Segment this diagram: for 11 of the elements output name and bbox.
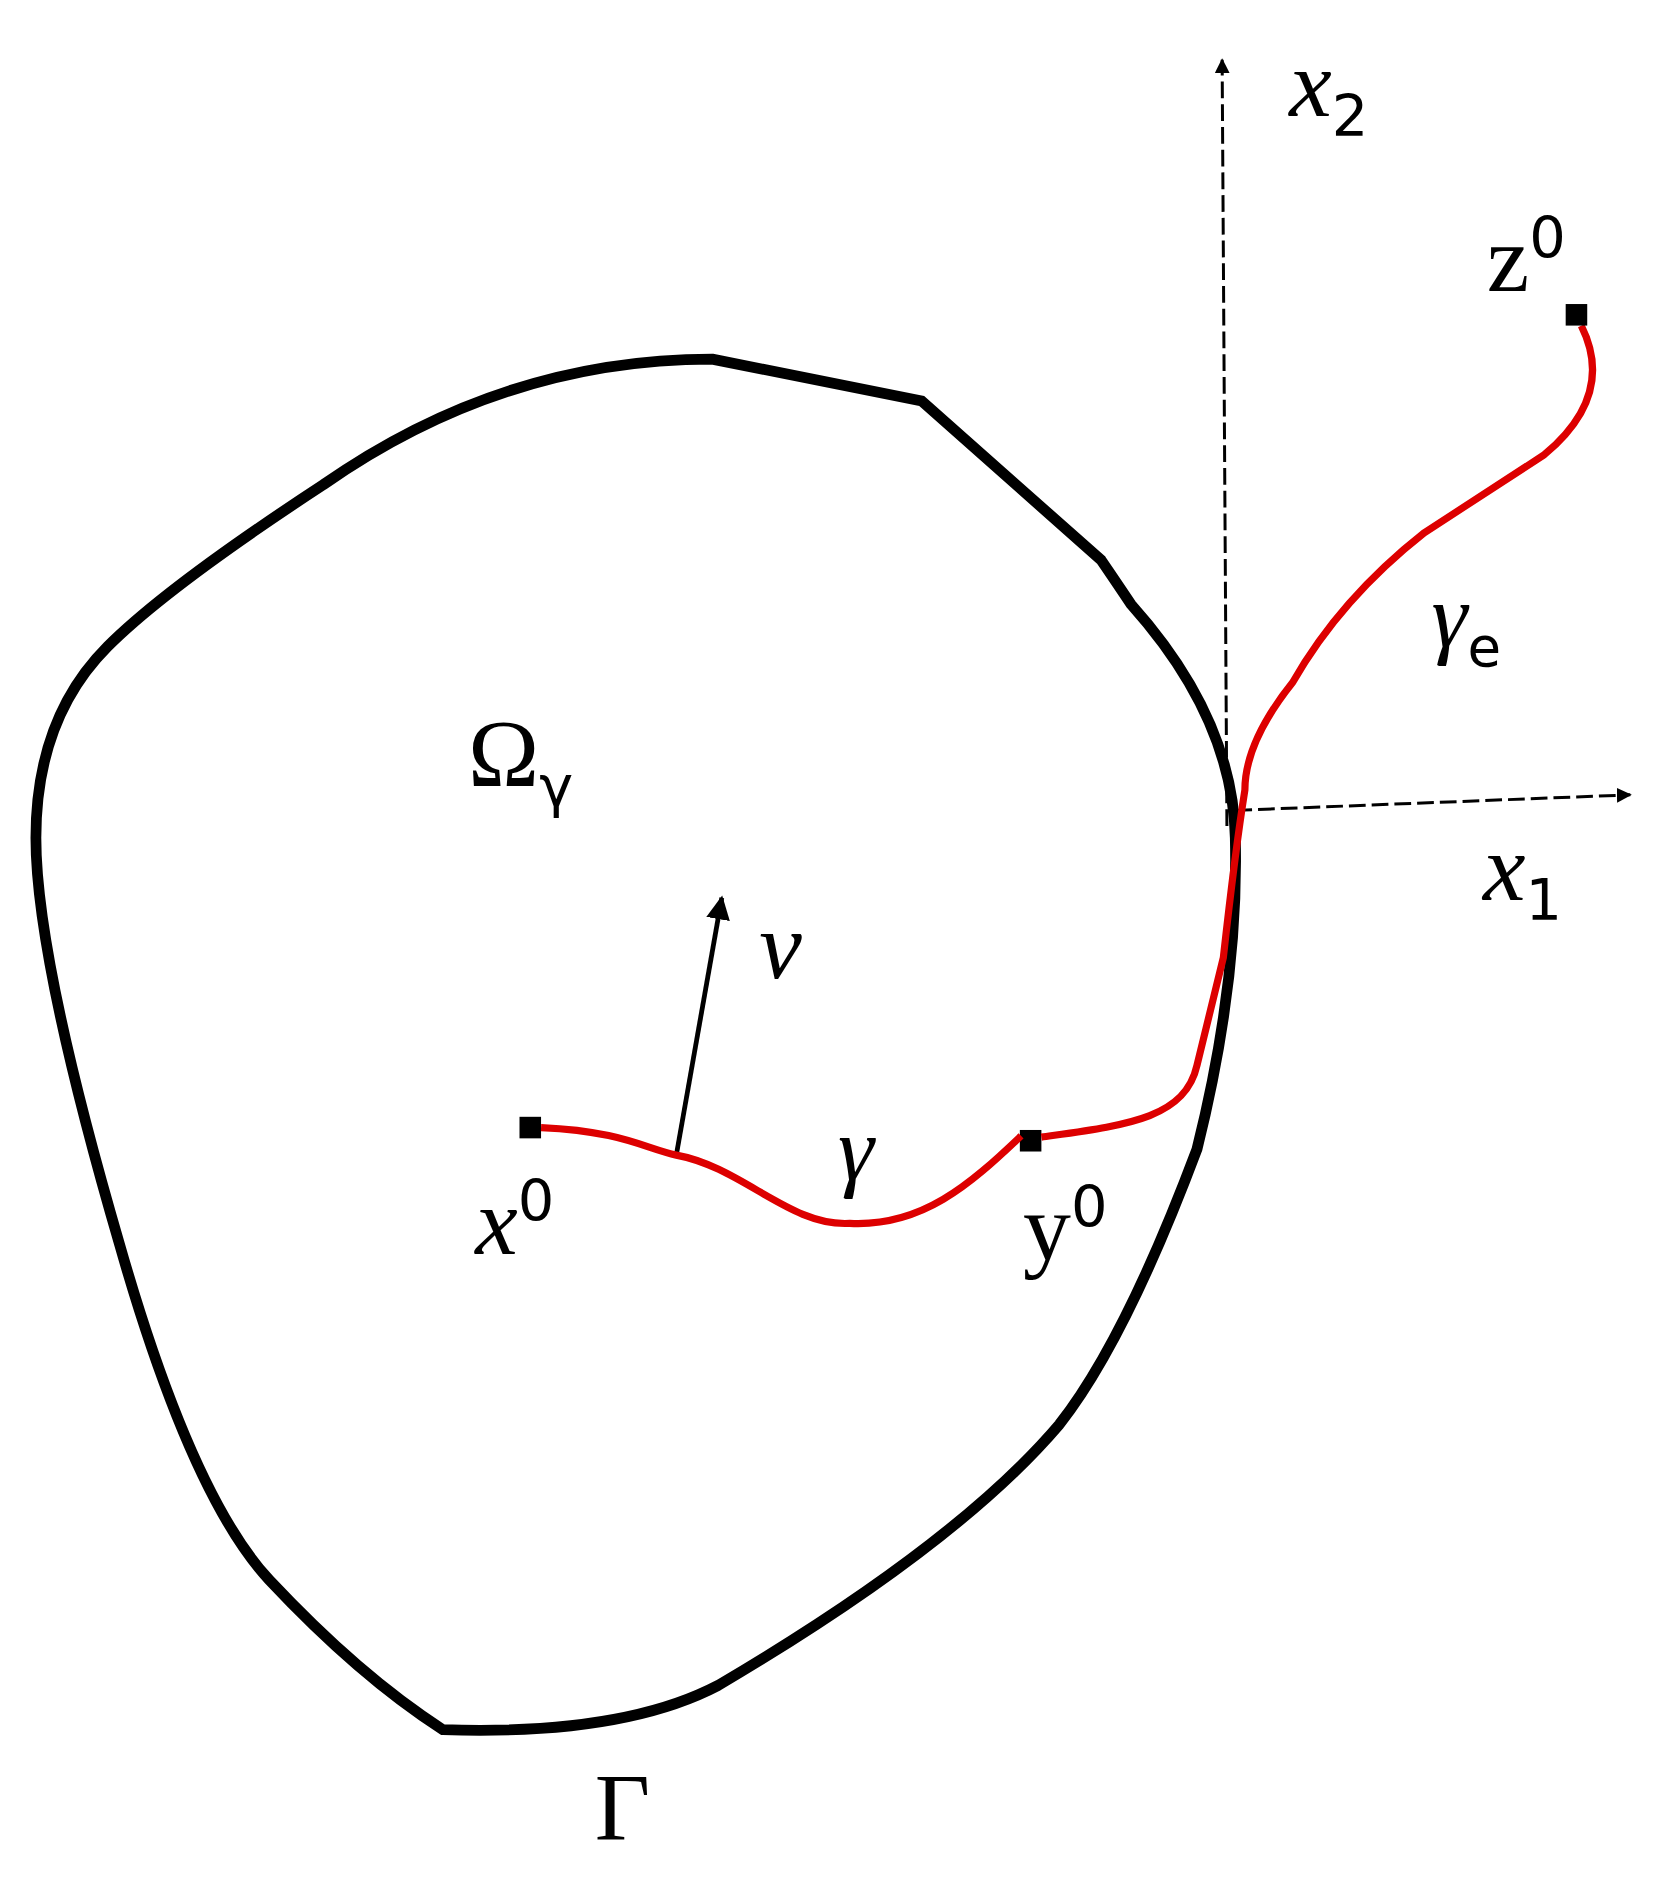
point-label: x$^{0}$ <box>475 1172 555 1270</box>
boundary-label: Γ <box>594 1759 651 1856</box>
vector-label: ν <box>759 897 802 994</box>
point-marker <box>1565 304 1588 326</box>
point-marker <box>519 1116 542 1139</box>
point-marker <box>1019 1129 1042 1152</box>
point-label: z$^{0}$ <box>1486 208 1566 307</box>
curve <box>540 1124 1024 1227</box>
curve <box>1040 324 1597 1141</box>
axis-label: x$_{2}$ <box>1289 35 1369 145</box>
axis-label: x$_{1}$ <box>1483 819 1563 929</box>
